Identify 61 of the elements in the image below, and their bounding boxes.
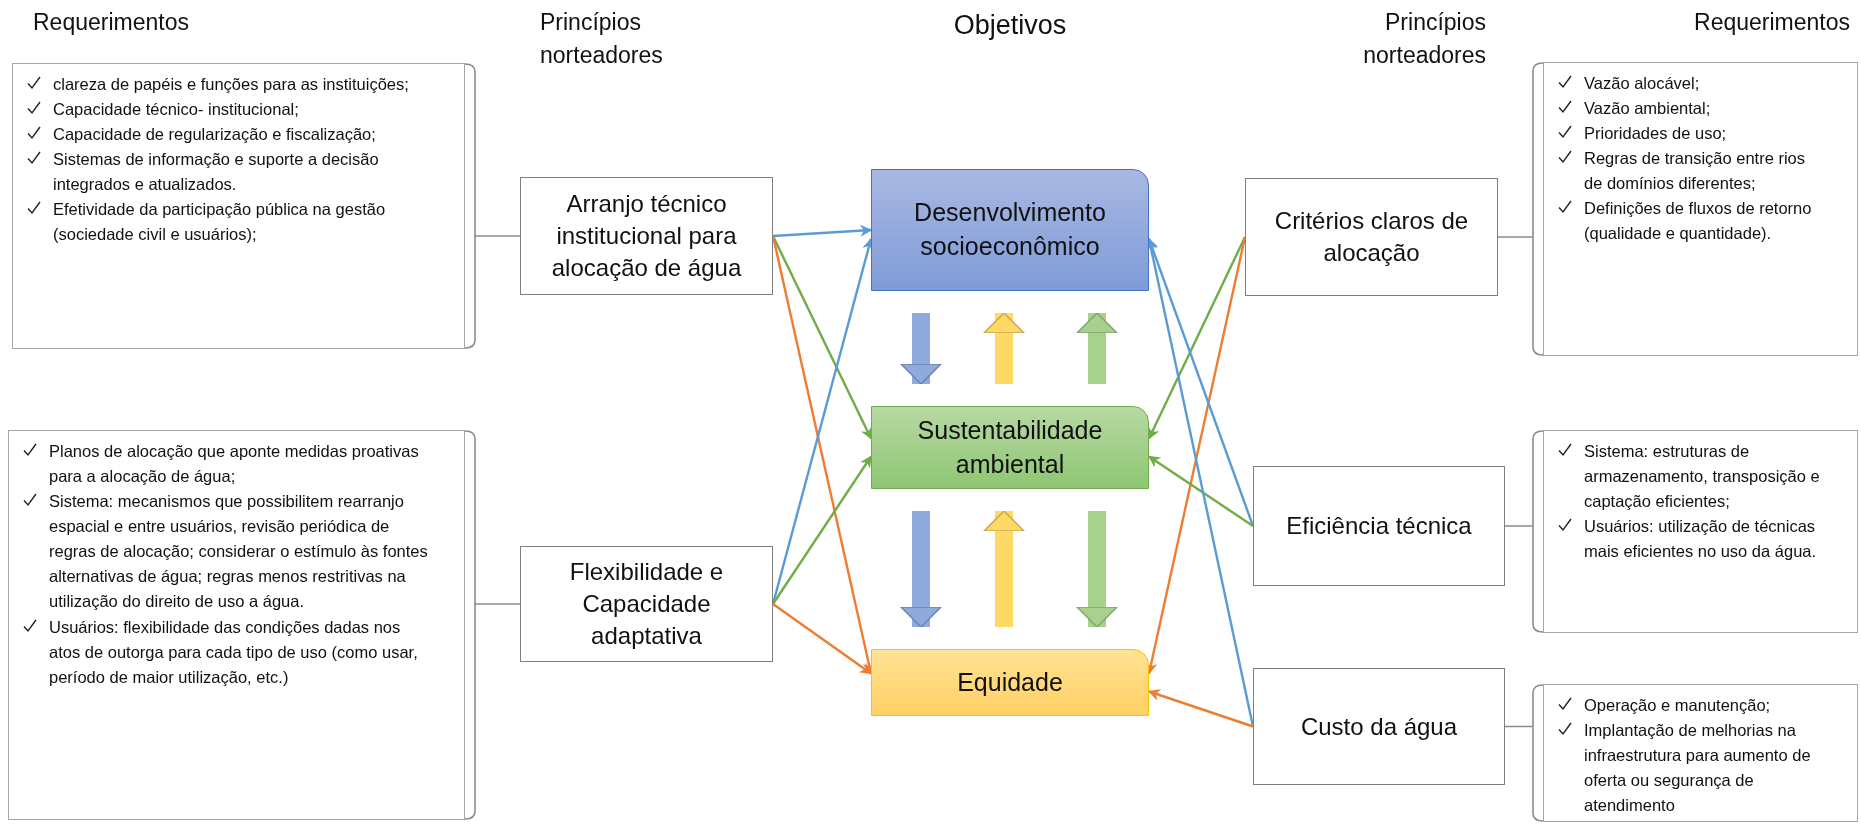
requirement-text: Usuários: flexibilidade das condições dadas nos atos de outorga para cada tipo de uso (como usar, período de maior utilização, etc.) [49, 616, 419, 688]
requirement-text: Sistemas de informação e suporte a decisão integrados e atualizados. [53, 149, 380, 196]
principle-label: Flexibilidade e Capacidade adaptativa [568, 557, 725, 651]
column-heading: Requerimentos [1693, 8, 1850, 37]
arrow [1148, 455, 1254, 527]
requirement-text: clareza de papéis e funções para as instituições; [53, 74, 409, 95]
principle-label: Critérios claros de alocação [1273, 206, 1470, 268]
principle-label: Custo da água [1300, 711, 1458, 742]
bracket-connector [464, 63, 521, 349]
arrow [1147, 236, 1247, 440]
bracket-connector [1504, 684, 1544, 822]
arrow [772, 455, 872, 605]
objective-label: Sustentabilidade ambiental [916, 414, 1104, 480]
principle-box [520, 546, 773, 662]
objective-box [871, 169, 1149, 291]
requirement-text: Vazão alocável; [1584, 73, 1700, 94]
requirements-box [12, 63, 465, 349]
arrow [772, 224, 873, 238]
block-arrow [1076, 511, 1118, 628]
block-arrow [983, 510, 1025, 627]
principle-box [520, 177, 773, 295]
arrow [1147, 689, 1254, 728]
block-arrow [900, 313, 942, 385]
requirement-text: Implantação de melhorias na infraestrutura para aumento de oferta ou segurança de atendimento [1584, 720, 1812, 817]
requirement-text: Vazão ambiental; [1584, 98, 1711, 120]
objective-label: Desenvolvimento socioeconômico [913, 197, 1107, 262]
principle-box [1245, 178, 1498, 296]
bracket-connector [464, 430, 521, 820]
column-heading: Princípios norteadores [540, 8, 664, 71]
requirement-text: Planos de alocação que aponte medidas proativas para a alocação de água; [49, 441, 420, 488]
bracket-connector [1497, 62, 1544, 356]
principle-box [1253, 668, 1505, 785]
arrow [772, 603, 872, 675]
objective-label: Equidade [957, 666, 1063, 698]
requirement-text: Operação e manutenção; [1584, 695, 1771, 716]
requirement-text: Sistema: mecanismos que possibilitem rearranjo espacial e entre usuários, revisão periódica de regras de alocação; considerar o estímulo às fontes alternativas de água; regras menos restritivas na utilização do direito de uso a água. [49, 491, 429, 613]
column-heading: Princípios norteadores [1362, 8, 1486, 71]
requirement-text: Usuários: utilização de técnicas mais eficientes no uso da água. [1584, 516, 1818, 563]
requirement-text: Capacidade de regularização e fiscalização; [53, 124, 376, 146]
requirements-box [1543, 684, 1858, 822]
requirements-box [1543, 62, 1858, 356]
objective-box [871, 406, 1149, 489]
requirement-text: Capacidade técnico- institucional; [53, 99, 299, 121]
requirements-box [8, 430, 465, 820]
bracket-connector [1504, 430, 1544, 633]
block-arrow [1076, 312, 1118, 384]
principle-label: Eficiência técnica [1286, 511, 1472, 542]
requirement-text: Sistema: estruturas de armazenamento, transposição e captação eficientes; [1584, 441, 1821, 513]
requirement-text: Prioridades de uso; [1584, 123, 1727, 145]
arrow [771, 235, 873, 440]
principle-label: Arranjo técnico institucional para alocação de água [550, 189, 743, 283]
block-arrow [900, 511, 942, 628]
requirement-text: Efetividade da participação pública na gestão (sociedade civil e usuários); [53, 199, 387, 246]
requirement-text: Definições de fluxos de retorno (qualidade e quantidade). [1584, 198, 1813, 245]
requirements-box [1543, 430, 1858, 633]
objective-box [871, 649, 1149, 716]
column-heading: Requerimentos [33, 8, 190, 37]
requirement-text: Regras de transição entre rios de domínios diferentes; [1584, 148, 1807, 195]
column-heading: Objetivos [952, 9, 1068, 42]
block-arrow [983, 312, 1025, 384]
principle-box [1253, 466, 1505, 586]
